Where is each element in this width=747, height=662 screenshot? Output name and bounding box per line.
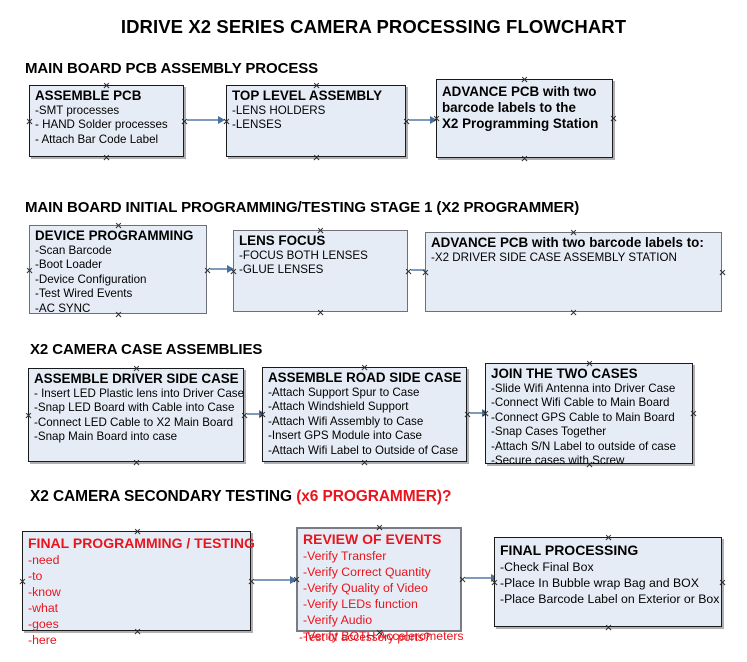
- box-title-line: barcode labels to the: [442, 100, 576, 115]
- box-line: -Verify Transfer: [303, 549, 387, 563]
- box-line: - Insert LED Plastic lens into Driver Ca…: [34, 387, 245, 400]
- process-box-final-programming-testing[interactable]: FINAL PROGRAMMING / TESTING -need -to -k…: [22, 531, 255, 647]
- box-line: -here: [28, 633, 57, 647]
- box-line: -LENS HOLDERS: [232, 104, 326, 117]
- box-line: -Secure cases with Screw: [491, 454, 625, 468]
- box-line: -Snap Cases Together: [491, 425, 607, 439]
- box-line: -Verify Quality of Video: [303, 581, 428, 595]
- box-line: -goes: [28, 617, 59, 631]
- box-line: -Device Configuration: [35, 272, 147, 286]
- process-box-assemble-pcb[interactable]: ASSEMBLE PCB -SMT processes - HAND Solde…: [29, 85, 184, 157]
- section-heading-main-board-pcb-assembly: MAIN BOARD PCB ASSEMBLY PROCESS: [25, 60, 318, 77]
- connector-arrow: [187, 116, 226, 125]
- process-box-assemble-driver-side-case[interactable]: ASSEMBLE DRIVER SIDE CASE - Insert LED P…: [28, 368, 244, 462]
- box-line: - Attach Bar Code Label: [35, 132, 159, 146]
- box-line: -Attach Wifi Assembly to Case: [268, 414, 424, 428]
- box-title: DEVICE PROGRAMMING: [35, 228, 194, 243]
- box-line: -Check Final Box: [500, 560, 594, 574]
- box-title-line: ADVANCE PCB with two: [442, 84, 597, 99]
- box-line: -Connect LED Cable to X2 Main Board: [34, 415, 234, 429]
- box-line: -what: [28, 601, 59, 615]
- box-line: -need: [28, 553, 60, 567]
- box-title: JOIN THE TWO CASES: [491, 366, 638, 381]
- box-line: -Attach Wifi Label to Outside of Case: [268, 443, 459, 457]
- page-title: IDRIVE X2 SERIES CAMERA PROCESSING FLOWC…: [120, 16, 627, 37]
- box-line: -Test Wired Events: [35, 287, 133, 301]
- box-line: -Connect Wifi Cable to Main Board: [491, 396, 670, 410]
- box-line: -SMT processes: [35, 104, 120, 117]
- connector-arrow: [409, 116, 438, 125]
- box-line: -AC SYNC: [35, 301, 91, 315]
- box-line: -Snap LED Board with Cable into Case: [34, 401, 235, 415]
- process-box-review-of-events[interactable]: REVIEW OF EVENTS -Verify Transfer -Verif…: [296, 527, 464, 643]
- section-heading-text: X2 CAMERA CASE ASSEMBLIES: [30, 341, 263, 358]
- box-title: ADVANCE PCB with two barcode labels to:: [431, 235, 704, 250]
- box-title: LENS FOCUS: [239, 233, 326, 248]
- box-line: -Verify LEDs function: [303, 597, 418, 611]
- box-line: -Attach Windshield Support: [268, 400, 409, 414]
- box-line: -Scan Barcode: [35, 244, 112, 257]
- section-heading-text: MAIN BOARD PCB ASSEMBLY PROCESS: [25, 60, 319, 77]
- box-title: FINAL PROGRAMMING / TESTING: [28, 535, 255, 551]
- box-line: -LENSES: [232, 118, 282, 132]
- box-line: -Insert GPS Module into Case: [268, 429, 423, 443]
- process-box-lens-focus[interactable]: LENS FOCUS -FOCUS BOTH LENSES -GLUE LENS…: [233, 230, 408, 312]
- box-line-overflow: -Test of accessory ports?: [299, 630, 431, 644]
- section-heading-text: MAIN BOARD INITIAL PROGRAMMING/TESTING S…: [25, 199, 580, 216]
- process-box-top-level-assembly[interactable]: TOP LEVEL ASSEMBLY -LENS HOLDERS -LENSES: [226, 85, 406, 157]
- process-box-assemble-road-side-case[interactable]: ASSEMBLE ROAD SIDE CASE -Attach Support …: [262, 367, 467, 462]
- box-line: -Slide Wifi Antenna into Driver Case: [491, 382, 676, 395]
- section-heading-text: X2 CAMERA SECONDARY TESTING: [30, 488, 297, 505]
- box-line: -X2 DRIVER SIDE CASE ASSEMBLY STATION: [431, 251, 677, 264]
- section-heading-x2-camera-secondary-testing: X2 CAMERA SECONDARY TESTING (x6 PROGRAMM…: [30, 488, 451, 506]
- process-box-join-the-two-cases[interactable]: JOIN THE TWO CASES -Slide Wifi Antenna i…: [485, 363, 693, 467]
- section-heading-main-board-initial-programming: MAIN BOARD INITIAL PROGRAMMING/TESTING S…: [25, 199, 579, 216]
- box-title: ASSEMBLE ROAD SIDE CASE: [268, 370, 462, 385]
- box-line: -Attach Support Spur to Case: [268, 386, 420, 399]
- box-line: -Place In Bubble wrap Bag and BOX: [500, 576, 699, 590]
- box-title: TOP LEVEL ASSEMBLY: [232, 88, 383, 103]
- box-line: -to: [28, 569, 43, 583]
- box-line: -Verify Correct Quantity: [303, 565, 431, 579]
- process-box-device-programming[interactable]: DEVICE PROGRAMMING -Scan Barcode -Boot L…: [29, 225, 207, 315]
- box-line: -Attach S/N Label to outside of case: [491, 439, 676, 453]
- box-line: -Place Barcode Label on Exterior or Box: [500, 592, 720, 606]
- box-line: -Snap Main Board into case: [34, 430, 178, 444]
- connector-arrow: [210, 265, 235, 274]
- section-heading-accent: (x6 PROGRAMMER)?: [296, 488, 452, 505]
- box-line: -know: [28, 585, 61, 599]
- box-line: -Connect GPS Cable to Main Board: [491, 410, 675, 424]
- connector-arrow: [254, 576, 298, 585]
- box-line: -FOCUS BOTH LENSES: [239, 249, 368, 262]
- section-heading-x2-camera-case-assemblies: X2 CAMERA CASE ASSEMBLIES: [30, 341, 262, 358]
- box-title: ASSEMBLE DRIVER SIDE CASE: [34, 371, 239, 386]
- box-title: REVIEW OF EVENTS: [303, 531, 442, 547]
- box-line: - HAND Solder processes: [35, 118, 168, 132]
- box-line: -Verify Audio: [303, 613, 373, 627]
- process-box-advance-pcb-to-driver-side-case-station[interactable]: ADVANCE PCB with two barcode labels to: …: [425, 232, 722, 312]
- box-line: -Verify BOTH Accelerometers: [303, 629, 464, 643]
- box-title: FINAL PROCESSING: [500, 542, 639, 558]
- box-title: ASSEMBLE PCB: [35, 88, 142, 103]
- box-line: -Boot Loader: [35, 258, 103, 272]
- box-line: -GLUE LENSES: [239, 263, 324, 277]
- box-title-line: X2 Programming Station: [442, 116, 599, 131]
- process-box-final-processing[interactable]: FINAL PROCESSING -Check Final Box -Place…: [494, 537, 722, 627]
- process-box-advance-pcb-to-x2-programming-station[interactable]: ADVANCE PCB with two barcode labels to t…: [436, 79, 613, 158]
